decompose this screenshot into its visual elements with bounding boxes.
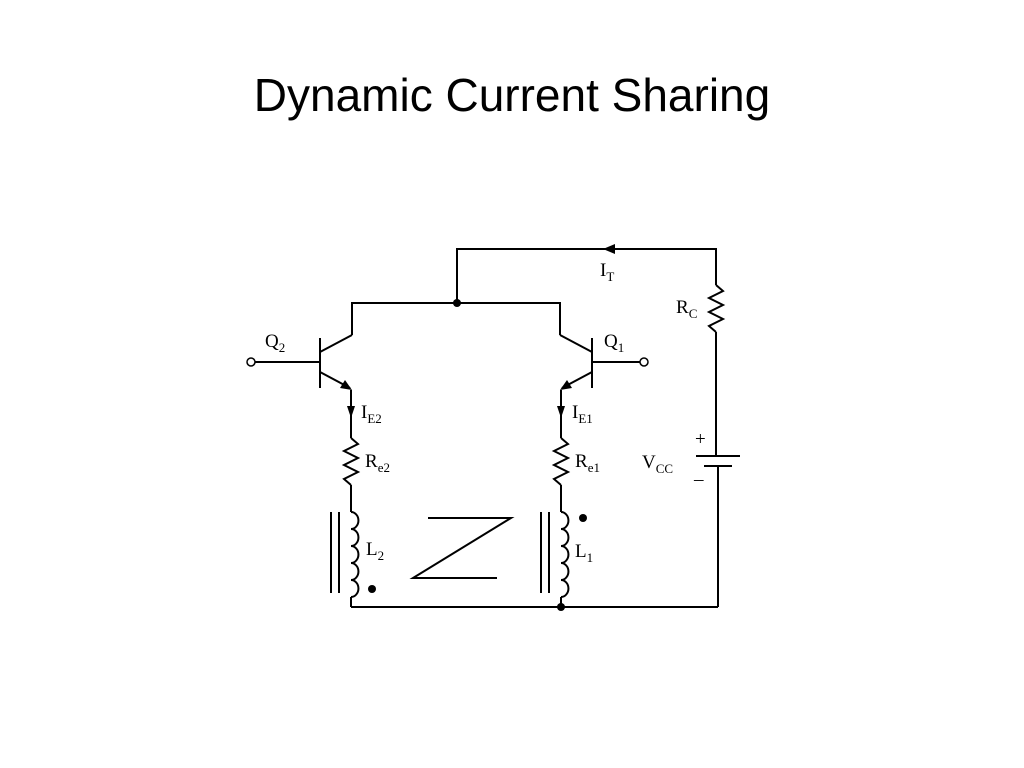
- l2-dot: [368, 585, 376, 593]
- it-arrow: [603, 244, 615, 254]
- re1-resistor: [551, 437, 571, 486]
- top-wire: [456, 248, 717, 303]
- collector-node: [453, 299, 461, 307]
- l2-label: L2: [366, 539, 384, 563]
- l1-label: L1: [575, 541, 593, 565]
- re2-resistor: [341, 437, 361, 486]
- bottom-node: [557, 603, 565, 611]
- q2-base-terminal: [246, 357, 256, 367]
- q2-transistor: [255, 334, 353, 390]
- ie2-arrow: [347, 406, 355, 418]
- l2-inductor: [350, 511, 360, 598]
- it-label: IT: [600, 260, 614, 284]
- re1-label: Re1: [575, 451, 600, 475]
- l1-dot: [579, 514, 587, 522]
- ie1-label: IE1: [572, 402, 593, 426]
- ie2-label: IE2: [361, 402, 382, 426]
- rc-label: RC: [676, 297, 697, 321]
- rc-resistor: [706, 284, 726, 333]
- collector-bus: [351, 302, 561, 335]
- q1-base-terminal: [639, 357, 649, 367]
- slide-title: Dynamic Current Sharing: [253, 69, 771, 121]
- q1-transistor: [559, 334, 640, 390]
- vcc-plus-sign: +: [695, 429, 706, 450]
- z-symbol: [409, 517, 515, 579]
- q1-label: Q1: [604, 331, 624, 355]
- re2-label: Re2: [365, 451, 390, 475]
- l1-inductor: [560, 511, 570, 598]
- ie1-arrow: [557, 406, 565, 418]
- q2-label: Q2: [265, 331, 285, 355]
- vcc-minus-sign: –: [693, 469, 704, 490]
- vcc-label: VCC: [642, 452, 673, 476]
